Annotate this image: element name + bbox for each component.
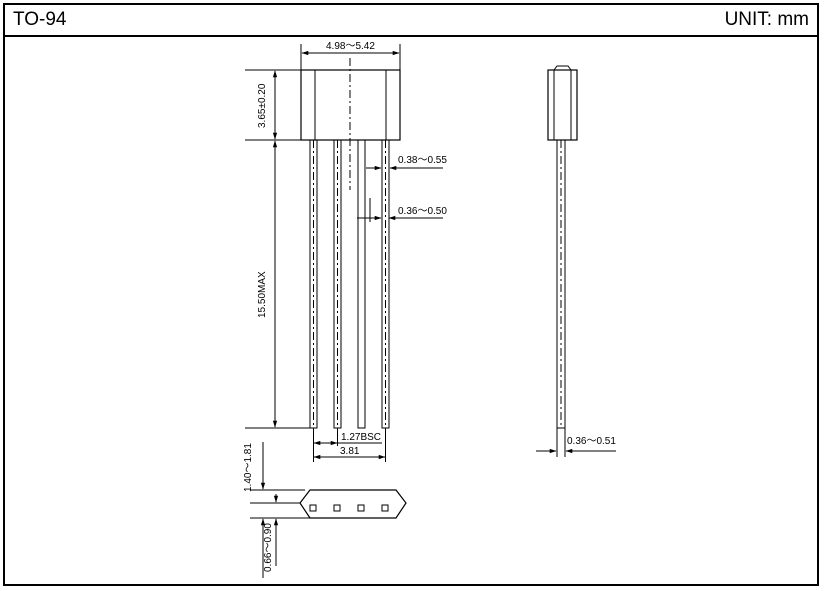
side-body <box>547 69 578 141</box>
lead-length-label: 15.50MAX <box>257 271 268 318</box>
package-name: TO-94 <box>13 9 67 30</box>
bottom-view <box>250 442 407 578</box>
bottom-lead-3 <box>357 504 365 512</box>
lead-2 <box>333 139 342 429</box>
span-label: 3.81 <box>340 446 360 457</box>
body-width-label: 4.98～5.42 <box>326 41 375 52</box>
front-view <box>245 44 443 462</box>
side-view <box>536 65 616 457</box>
side-lead-thickness-label: 0.36～0.51 <box>567 436 616 447</box>
bottom-height-label: 1.40～1.81 <box>243 443 254 492</box>
bottom-lead-4 <box>381 504 389 512</box>
lead-3 <box>357 139 366 429</box>
lead-width-narrow-label: 0.36～0.50 <box>398 206 447 217</box>
lead-4 <box>381 139 390 429</box>
body-height-label: 3.65±0.20 <box>257 83 268 128</box>
lead-width-wide-label: 0.38～0.55 <box>398 155 447 166</box>
pitch-label: 1.27BSC <box>341 432 381 443</box>
title-bar: TO-94 UNIT: mm <box>5 5 817 37</box>
drawing-frame: TO-94 UNIT: mm <box>3 3 819 586</box>
lead-1 <box>309 139 318 429</box>
bottom-lead-2 <box>333 504 341 512</box>
bottom-lead-1 <box>309 504 317 512</box>
bottom-offset-label: 0.66～0.90 <box>263 523 274 572</box>
bottom-outline <box>299 489 407 519</box>
unit-label: UNIT: mm <box>724 9 809 30</box>
